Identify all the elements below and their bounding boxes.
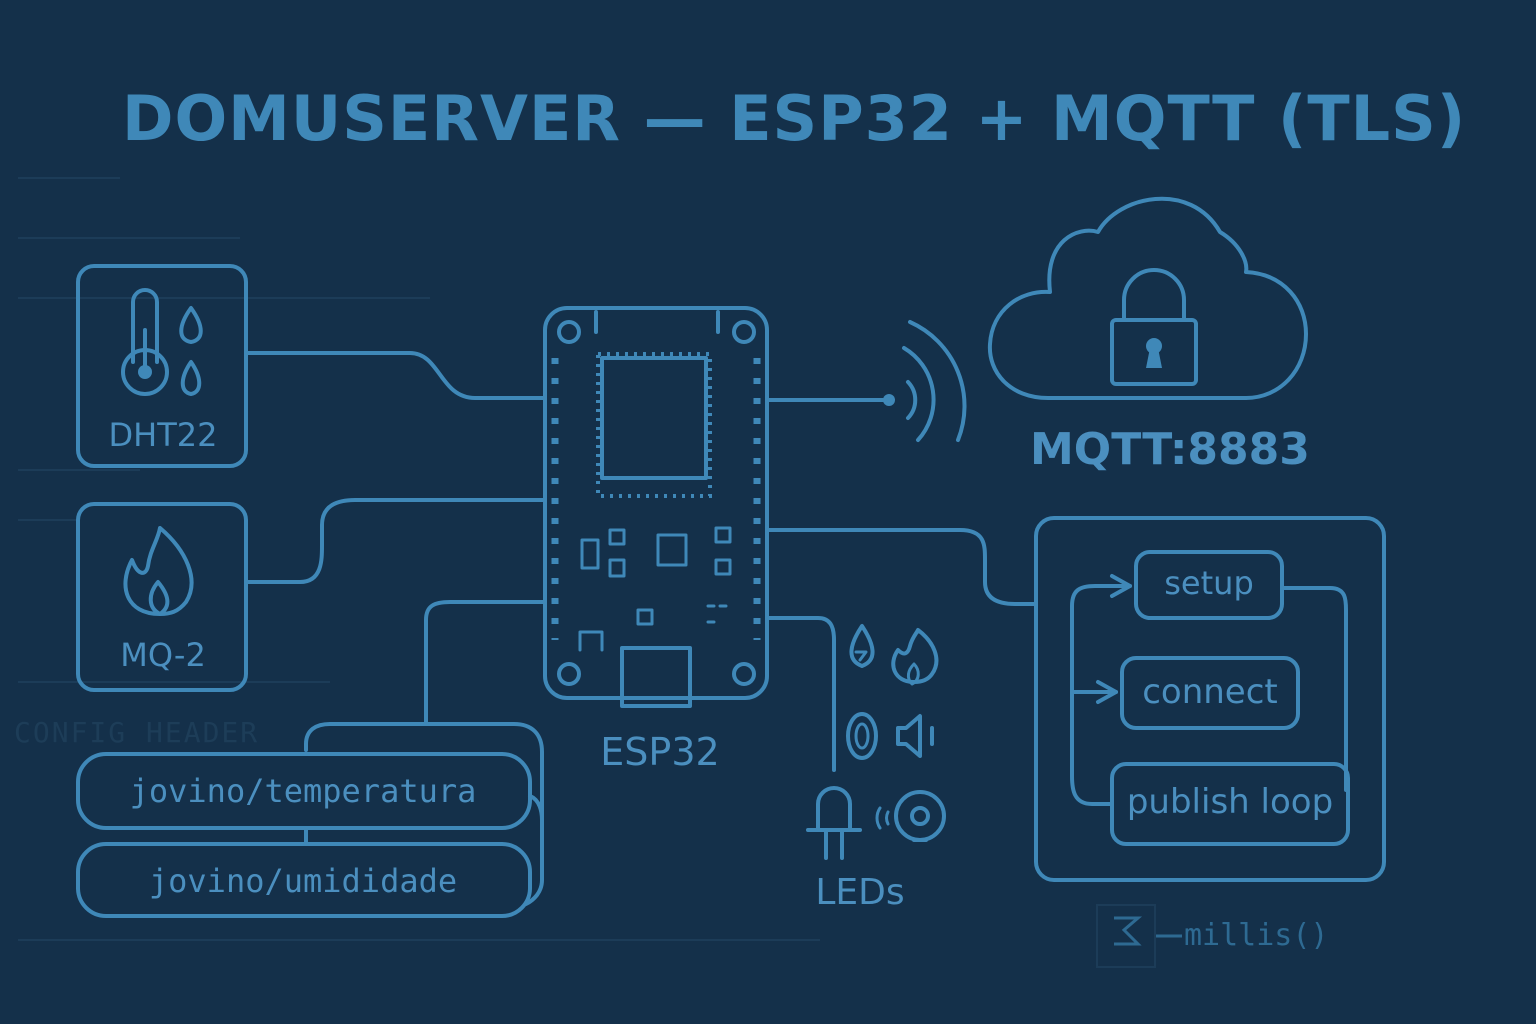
mqtt-topics bbox=[76, 722, 544, 918]
speaker-icon bbox=[896, 714, 934, 758]
program-flow-box bbox=[1034, 516, 1386, 882]
flow-step-setup: setup bbox=[1164, 564, 1254, 602]
flame-icon bbox=[891, 628, 939, 686]
dht22-sensor-box bbox=[76, 264, 248, 468]
background-ghost-text: CONFIG HEADER bbox=[14, 716, 260, 749]
sensor-wires bbox=[244, 351, 547, 724]
cloud-icon bbox=[987, 196, 1308, 400]
esp32-label: ESP32 bbox=[600, 730, 720, 774]
topic-humidity: jovino/umididade bbox=[148, 862, 458, 900]
led-icon bbox=[806, 786, 862, 860]
mq2-sensor-box bbox=[76, 502, 248, 692]
padlock-icon bbox=[1110, 268, 1198, 386]
drop-icon bbox=[849, 624, 875, 668]
leds-label: LEDs bbox=[815, 872, 905, 913]
esp32-board bbox=[543, 306, 769, 708]
led-icon bbox=[846, 712, 878, 760]
flow-step-connect: connect bbox=[1142, 672, 1278, 712]
mqtt-port-label: MQTT:8883 bbox=[1030, 424, 1310, 475]
wifi-signal-icon bbox=[902, 320, 967, 442]
millis-label: millis() bbox=[1184, 918, 1329, 953]
flame-icon bbox=[123, 526, 194, 616]
millis-decoration bbox=[1114, 916, 1182, 946]
mq2-label: MQ-2 bbox=[120, 636, 206, 674]
page-title: DOMUSERVER — ESP32 + MQTT (TLS) bbox=[122, 82, 1467, 155]
background-lines bbox=[18, 177, 1156, 968]
thermometer-icon bbox=[121, 288, 169, 396]
topic-temperature: jovino/temperatura bbox=[129, 772, 477, 810]
flow-wire bbox=[765, 528, 1038, 606]
wifi-link bbox=[765, 320, 967, 442]
outputs-group bbox=[765, 616, 946, 860]
buzzer-icon bbox=[875, 790, 946, 842]
water-drops-icon bbox=[179, 306, 203, 396]
flow-step-publish-loop: publish loop bbox=[1126, 782, 1334, 822]
dht22-label: DHT22 bbox=[108, 416, 218, 454]
